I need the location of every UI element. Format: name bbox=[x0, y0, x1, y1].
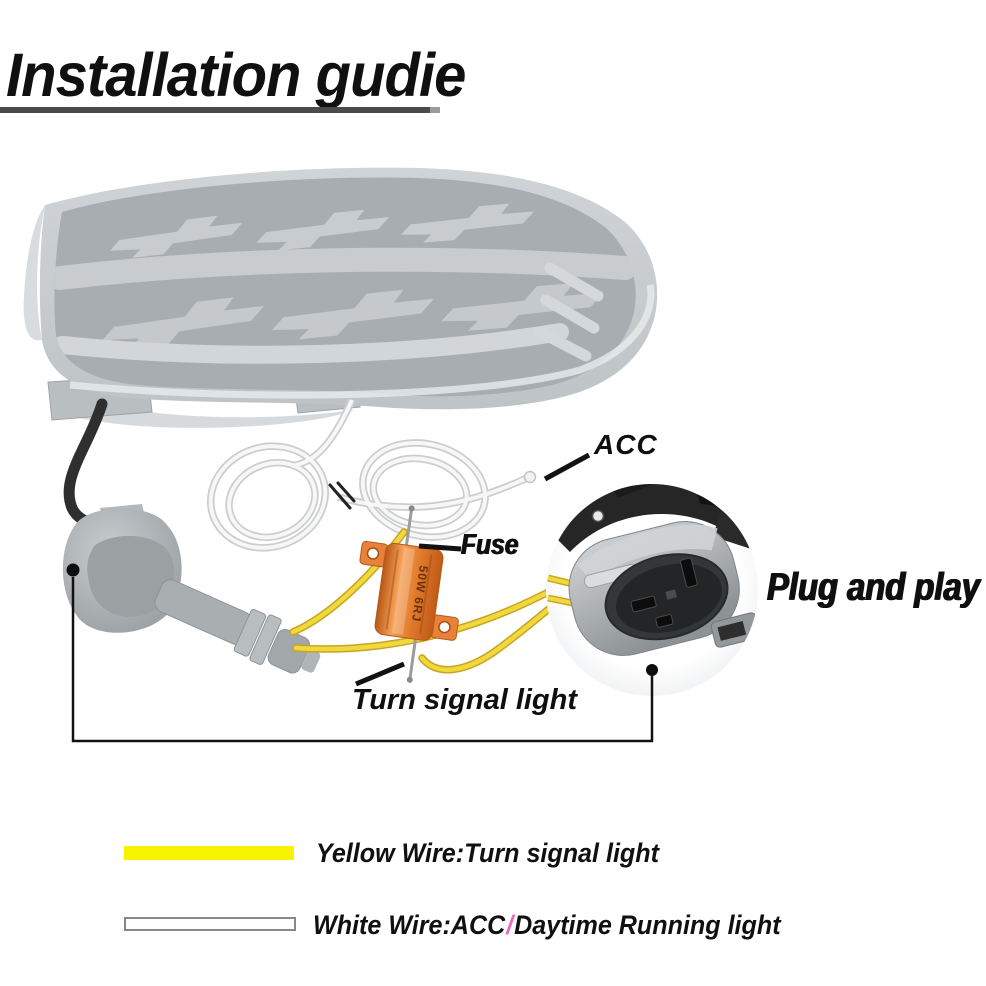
white-wire-legend-label: White Wire:ACC/Daytime Running light bbox=[313, 910, 781, 941]
socket-to-plug-bracket-line bbox=[71, 577, 654, 743]
fuse-callout-line bbox=[418, 543, 462, 552]
plug-and-play-label: Plug and play bbox=[767, 566, 980, 609]
acc-callout-line bbox=[543, 452, 591, 482]
callout-lines bbox=[71, 452, 654, 743]
bulb-socket-illustration bbox=[62, 504, 321, 674]
lamp-left-cap bbox=[23, 205, 45, 341]
white-wire-acc-tip bbox=[523, 470, 537, 484]
white-wire-legend-prefix: White Wire:ACC bbox=[313, 910, 506, 940]
socket-barrel bbox=[154, 579, 321, 674]
lamp-housing-illustration bbox=[23, 167, 658, 428]
title-underline bbox=[0, 107, 430, 113]
turn-signal-light-label: Turn signal light bbox=[352, 684, 578, 716]
white-wire-legend-separator: / bbox=[506, 910, 514, 940]
plug-connector bbox=[568, 521, 758, 656]
load-resistor-illustration: 50W 6RJ bbox=[359, 505, 459, 683]
page-title: Installation gudie bbox=[6, 41, 466, 109]
white-wire-legend-suffix: Daytime Running light bbox=[514, 910, 781, 940]
yellow-wire-swatch bbox=[124, 846, 294, 860]
turn-signal-callout-line bbox=[355, 661, 405, 687]
white-wire-swatch bbox=[124, 917, 296, 931]
fuse-label: Fuse bbox=[461, 529, 519, 561]
yellow-wire-legend-label: Yellow Wire:Turn signal light bbox=[316, 838, 659, 868]
socket-junction-dot bbox=[66, 563, 80, 577]
plug-junction-dot bbox=[646, 664, 658, 676]
black-wire bbox=[63, 398, 108, 531]
lamp-edge-highlight bbox=[69, 284, 655, 399]
connector-photo-circle bbox=[546, 484, 758, 696]
white-wire bbox=[206, 398, 537, 552]
twist-tie bbox=[328, 481, 356, 510]
title-underline-tip bbox=[430, 107, 440, 113]
acc-label: ACC bbox=[594, 429, 658, 460]
lamp-bottom-lip bbox=[55, 390, 355, 428]
lamp-led-pattern bbox=[54, 202, 636, 364]
